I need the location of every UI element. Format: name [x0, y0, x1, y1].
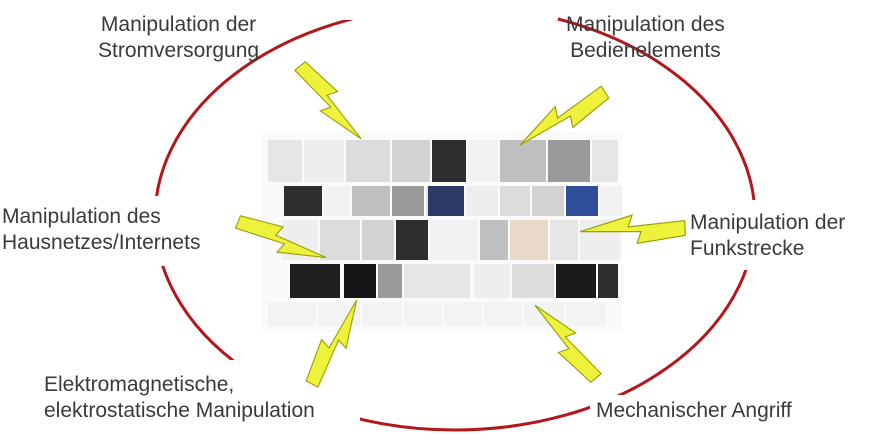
product-photo-tile: [566, 302, 606, 326]
product-photo-tile: [352, 186, 390, 216]
product-photo-tile: [598, 264, 618, 298]
product-photo-tile: [556, 264, 596, 298]
label-power-supply-line2: Stromversorgung: [98, 39, 260, 62]
label-mechanical: Mechanischer Angriff: [596, 398, 792, 424]
product-photo-tile: [592, 140, 618, 182]
label-electromagnetic-line1: Elektromagnetische,: [44, 373, 235, 396]
product-photo-tile: [512, 264, 554, 298]
product-photo-tile: [500, 140, 546, 182]
product-photo-tile: [510, 220, 548, 260]
product-photo-tile: [480, 220, 508, 260]
product-photo-tile: [466, 186, 498, 216]
label-radio-link-line1: Manipulation der: [690, 211, 846, 234]
product-photo-tile: [268, 140, 302, 182]
label-mechanical-line1: Mechanischer Angriff: [596, 399, 792, 422]
product-photo-tile: [268, 302, 316, 326]
label-control-element-line2: Bedienelements: [570, 39, 721, 62]
lightning-bolts: [234, 60, 686, 388]
product-photo-tile: [404, 302, 442, 326]
ring-gap-right: [690, 200, 830, 270]
product-photo-tile: [600, 186, 622, 216]
product-photo-tile: [468, 140, 498, 182]
bolt-electromagnetic-icon: [305, 299, 358, 388]
product-photo-tile: [500, 186, 530, 216]
bolt-power-supply-icon: [294, 60, 362, 140]
product-photo-tile: [304, 140, 344, 182]
product-photo-tile: [484, 302, 522, 326]
label-power-supply: Manipulation der Stromversorgung: [98, 12, 259, 64]
label-control-element: Manipulation des Bedienelements: [566, 12, 725, 64]
product-photo-tile: [346, 140, 390, 182]
product-photo-tile: [290, 264, 340, 298]
product-photo-tile: [474, 264, 510, 298]
product-photo-tile: [548, 140, 590, 182]
product-photo-tile: [396, 220, 428, 260]
label-home-network: Manipulation des Hausnetzes/Internets: [2, 204, 200, 256]
product-photo-tile: [444, 302, 482, 326]
product-photo-tile: [378, 264, 402, 298]
product-photo-tile: [432, 140, 466, 182]
label-electromagnetic: Elektromagnetische, elektrostatische Man…: [44, 372, 315, 424]
product-photo-tile: [284, 186, 322, 216]
product-collage: [262, 132, 622, 332]
bolt-mechanical-icon: [534, 304, 602, 384]
product-photo-tile: [320, 220, 360, 260]
label-radio-link: Manipulation der Funkstrecke: [690, 210, 845, 262]
bolt-home-network-icon: [234, 215, 327, 259]
ring-gap-left: [130, 196, 240, 266]
product-photo-tile: [362, 302, 402, 326]
ring-gap-bottom-left: [230, 360, 360, 430]
label-radio-link-line2: Funkstrecke: [690, 237, 805, 260]
label-home-network-line2: Hausnetzes/Internets: [2, 231, 201, 254]
product-photo-tile: [532, 186, 564, 216]
product-photo-tile: [566, 186, 598, 216]
bolt-control-element-icon: [519, 85, 610, 146]
product-photo-tile: [392, 140, 430, 182]
ring-gap-bottom-right: [590, 395, 730, 425]
product-photo-tile: [404, 264, 470, 298]
label-electromagnetic-line2: elektrostatische Manipulation: [44, 399, 315, 422]
product-photo-tile: [428, 186, 464, 216]
product-photo-tile: [362, 220, 394, 260]
product-photo-tile: [430, 220, 478, 260]
label-power-supply-line1: Manipulation der: [100, 13, 257, 36]
product-photo-tile: [324, 186, 350, 216]
bolt-radio-link-icon: [579, 214, 686, 245]
ring-gap-top: [320, 0, 558, 20]
product-photo-tile: [392, 186, 424, 216]
label-home-network-line1: Manipulation des: [2, 205, 161, 228]
label-control-element-line1: Manipulation des: [566, 13, 725, 36]
product-photo-tile: [550, 220, 578, 260]
product-photo-tile: [344, 264, 376, 298]
